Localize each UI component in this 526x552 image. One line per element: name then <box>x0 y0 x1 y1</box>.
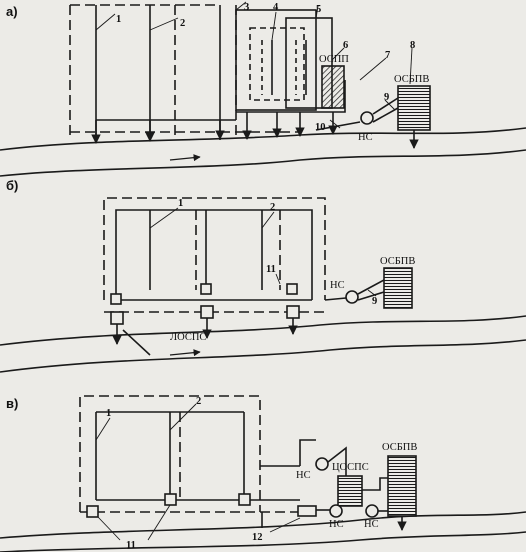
callout-5: 5 <box>316 4 321 15</box>
ns-label-v3: НС <box>364 519 379 530</box>
ospp-box <box>321 65 345 109</box>
panel-v-text: в) 1 2 11 12 ЦОСПС ОСБПВ НС НС НС <box>6 396 417 551</box>
river-v <box>0 511 526 539</box>
panel-v <box>0 395 526 552</box>
callout-3: 3 <box>244 2 249 13</box>
callout-b-2: 2 <box>270 202 275 213</box>
callout-b-1: 1 <box>178 198 183 209</box>
osbpv-label-b: ОСБПВ <box>380 256 415 267</box>
callout-2: 2 <box>180 18 185 29</box>
regulator-12 <box>297 505 317 517</box>
tsospc-box <box>337 475 363 507</box>
ns-label-v2: НС <box>329 519 344 530</box>
callout-1: 1 <box>116 14 121 25</box>
pump-station-a <box>360 111 374 125</box>
callout-b-9: 9 <box>372 296 377 307</box>
osbpv-box-b <box>383 267 413 309</box>
panel-v-label: в) <box>6 396 18 411</box>
osbpv-box-a <box>397 85 431 131</box>
pump-station-v3 <box>365 504 379 518</box>
lospc-label: ЛОСПС <box>170 332 206 343</box>
panel-b-label: б) <box>6 178 18 193</box>
callout-10: 10 <box>315 122 326 133</box>
panel-b-text: б) 1 2 11 9 ЛОСПС ОСБПВ НС <box>6 178 415 343</box>
ospp-label: ОСПП <box>319 54 349 65</box>
callout-9: 9 <box>384 92 389 103</box>
pump-station-b <box>345 290 359 304</box>
osbpv-box-v <box>387 455 417 517</box>
callout-v-12: 12 <box>252 532 263 543</box>
callout-7: 7 <box>385 50 390 61</box>
pump-station-v2 <box>329 504 343 518</box>
panel-a <box>0 1 526 177</box>
tsospc-label: ЦОСПС <box>332 462 369 473</box>
osbpv-label-a: ОСБПВ <box>394 74 429 85</box>
pump-station-v1 <box>315 457 329 471</box>
panel-a-label: а) <box>6 4 18 19</box>
panel-b <box>0 197 526 373</box>
callout-6: 6 <box>343 40 348 51</box>
callout-v-1: 1 <box>106 408 111 419</box>
ns-label-b: НС <box>330 280 345 291</box>
panel-a-text: а) 1 2 3 4 5 6 7 8 9 10 ОСПП ОСБПВ НС <box>6 2 429 143</box>
osbpv-label-v: ОСБПВ <box>382 442 417 453</box>
ns-label-a: НС <box>358 132 373 143</box>
callout-b-11: 11 <box>266 264 276 275</box>
callout-8: 8 <box>410 40 415 51</box>
callout-v-2: 2 <box>196 396 201 407</box>
callout-4: 4 <box>273 2 279 13</box>
callout-v-11: 11 <box>126 540 136 551</box>
river-b <box>0 315 526 346</box>
ns-label-v1: НС <box>296 470 311 481</box>
